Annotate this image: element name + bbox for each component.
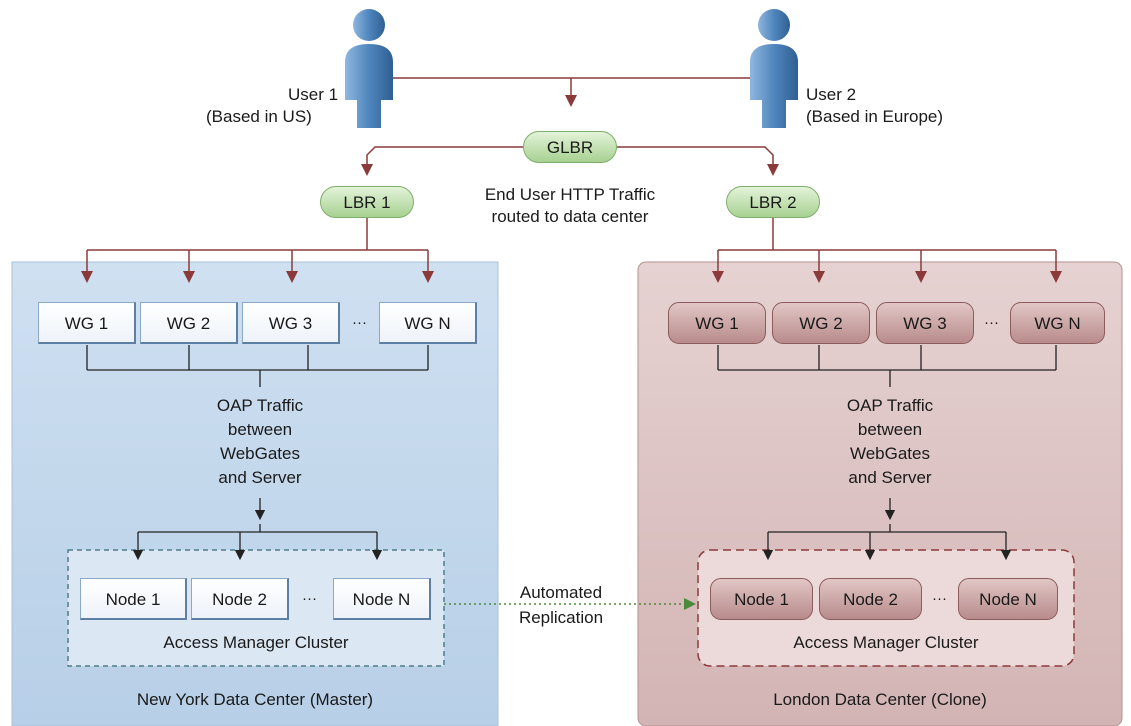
london-node: Node 2 [819,578,922,620]
ny-webgate: WG N [379,302,477,344]
ny-node-ellipsis: ··· [302,590,317,607]
traffic-note-line2: routed to data center [491,207,649,226]
london-webgate: WG N [1010,302,1105,344]
ny-node: Node 1 [80,578,187,620]
ny-node: Node 2 [191,578,289,620]
user2-name: User 2 [806,85,857,104]
glbr-node: GLBR [523,131,617,163]
user2-location: (Based in Europe) [806,107,944,126]
ny-oap-line: OAP Traffic [216,396,304,415]
ny-oap-line: between [227,420,293,439]
lbr1-node: LBR 1 [320,186,414,218]
ny-webgate: WG 1 [38,302,136,344]
london-node-ellipsis: ··· [932,590,947,607]
ny-webgate: WG 2 [140,302,238,344]
london-oap-line: between [857,420,923,439]
london-cluster-label: Access Manager Cluster [793,633,979,652]
replication-label-line2: Replication [518,608,604,627]
london-node: Node N [958,578,1058,620]
ny-oap-line: and Server [218,468,302,487]
user1-icon [345,9,393,128]
london-webgate: WG 3 [876,302,974,344]
user1-name: User 1 [288,85,339,104]
user1-location: (Based in US) [206,107,312,126]
ny-webgate: WG 3 [242,302,340,344]
london-oap-line: OAP Traffic [846,396,934,415]
london-webgate-ellipsis: ··· [984,314,999,331]
london-webgate: WG 2 [772,302,870,344]
ny-datacenter-title: New York Data Center (Master) [136,690,374,709]
ny-webgate-ellipsis: ··· [352,314,367,331]
lbr2-node: LBR 2 [726,186,820,218]
ny-oap-line: WebGates [219,444,300,463]
replication-label-line1: Automated [519,583,603,602]
ny-node: Node N [333,578,431,620]
london-oap-line: and Server [848,468,932,487]
london-datacenter-title: London Data Center (Clone) [773,690,987,709]
london-webgate: WG 1 [668,302,766,344]
ny-cluster-label: Access Manager Cluster [163,633,349,652]
traffic-note-line1: End User HTTP Traffic [484,185,656,204]
london-oap-line: WebGates [849,444,930,463]
user2-icon [750,9,798,128]
london-node: Node 1 [710,578,813,620]
